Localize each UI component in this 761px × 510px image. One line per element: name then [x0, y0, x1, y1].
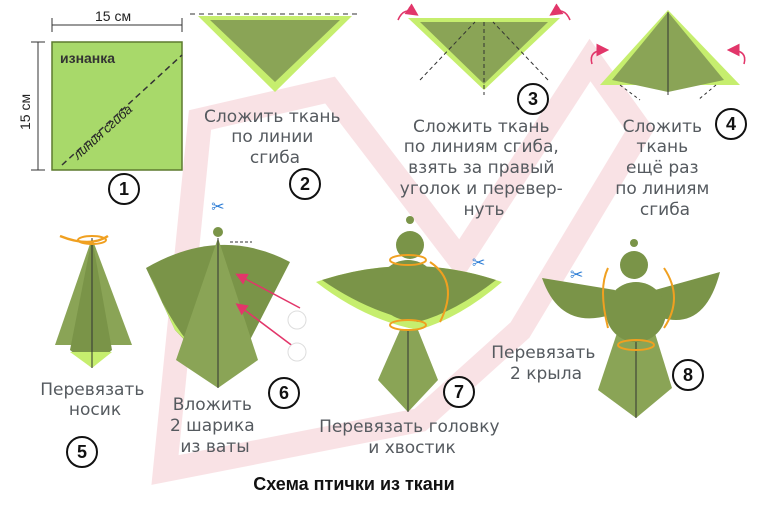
scissors-icon: ✂: [211, 199, 224, 216]
diagram-title: Схема птички из ткани: [253, 474, 455, 494]
svg-text:8: 8: [683, 365, 693, 385]
step-3-caption: Сложить ткань по линиям сгиба, взять за …: [400, 117, 568, 220]
height-label: 15 см: [17, 94, 33, 130]
step-3-badge: 3: [517, 83, 549, 115]
scissors-icon: ✂: [570, 267, 583, 284]
step-2-caption: Сложить ткань по линии сгиба: [204, 107, 346, 168]
step-4-caption: Сложить ткань ещё раз по линиям сгиба: [615, 117, 714, 220]
step-5-figure: [55, 234, 132, 368]
step-8-figure: ✂: [542, 239, 720, 418]
step-4-badge: 4: [715, 108, 747, 140]
svg-text:5: 5: [77, 442, 87, 462]
step-4-fold: [590, 10, 746, 101]
step-6-badge: 6: [268, 377, 300, 409]
step-2-badge: 2: [289, 168, 321, 200]
step-6-figure: ✂: [146, 199, 307, 388]
step-5-badge: 5: [66, 436, 98, 468]
svg-text:7: 7: [454, 382, 464, 402]
svg-text:3: 3: [528, 89, 538, 109]
svg-text:4: 4: [726, 114, 736, 134]
step-6-caption: Вложить 2 шарика из ваты: [170, 395, 260, 457]
svg-text:2: 2: [300, 174, 310, 194]
step-1-square: 15 см 15 см изнанка линия сгиба: [17, 8, 183, 171]
step-8-caption: Перевязать 2 крыла: [491, 343, 601, 384]
width-label: 15 см: [95, 8, 131, 24]
scissors-icon: ✂: [472, 255, 485, 272]
step-5-caption: Перевязать носик: [40, 380, 150, 420]
svg-text:6: 6: [279, 383, 289, 403]
step-7-figure: ✂: [316, 216, 502, 412]
step-3-triangle: [397, 3, 571, 95]
step-1-badge: 1: [108, 173, 140, 205]
step-7-caption: Перевязать головку и хвостик: [319, 417, 505, 458]
step-7-badge: 7: [443, 376, 475, 408]
face-label: изнанка: [60, 50, 115, 66]
step-2-triangle: [190, 13, 360, 92]
step-8-badge: 8: [672, 359, 704, 391]
svg-text:1: 1: [119, 179, 129, 199]
